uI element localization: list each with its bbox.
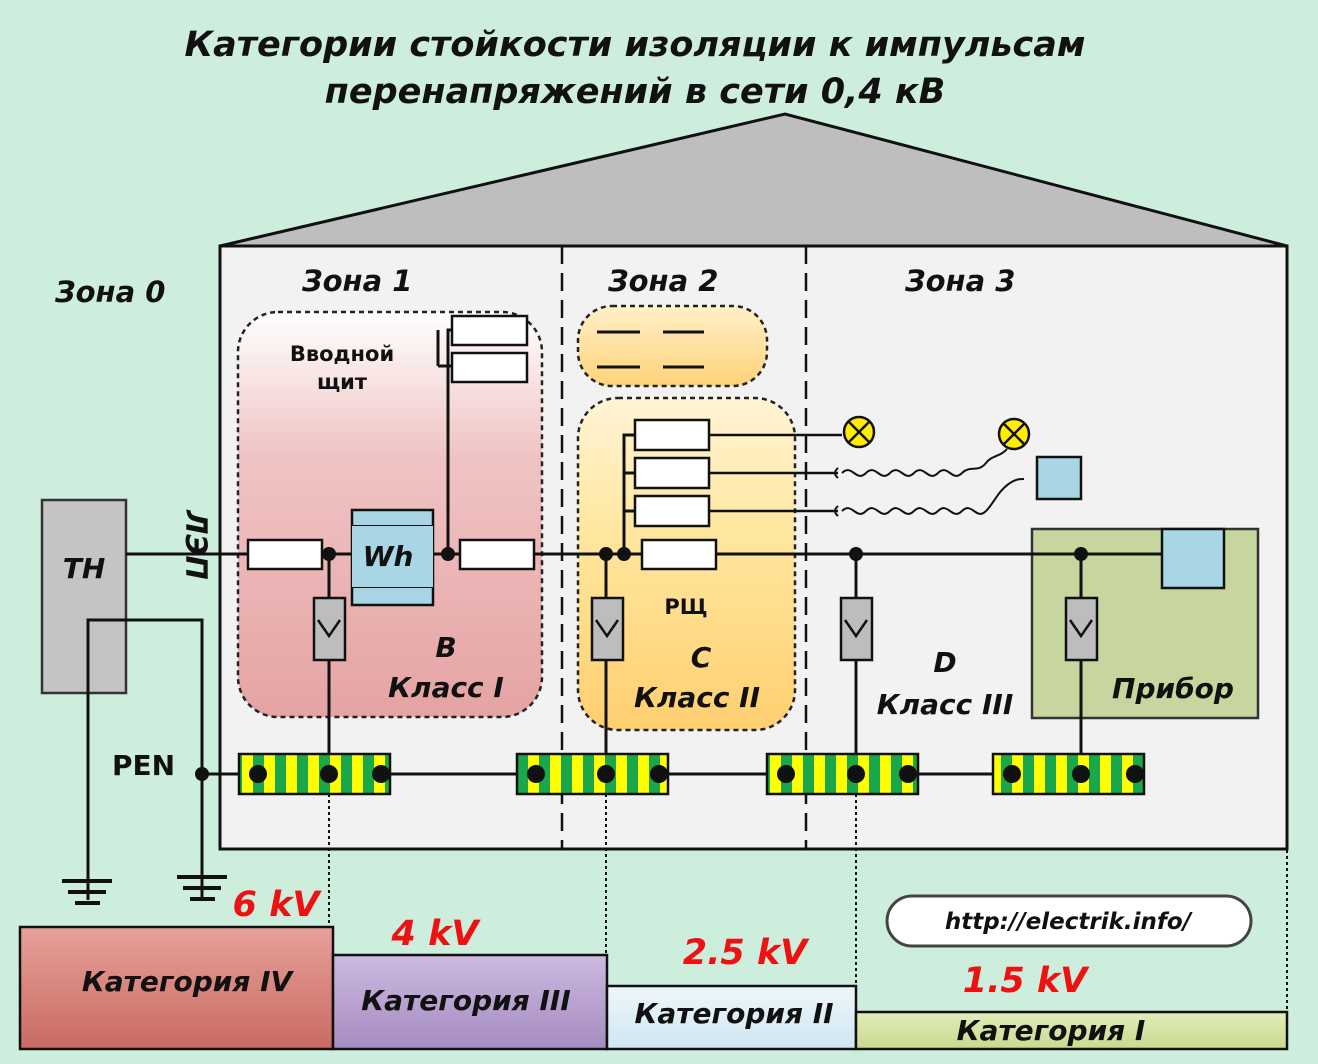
- panel-fuse: [633, 494, 711, 528]
- junction-dot: [617, 547, 631, 561]
- category-ii-bar: [605, 984, 858, 1051]
- url-badge: [885, 894, 1253, 948]
- category-i-label: Категория I: [957, 1014, 1146, 1047]
- voltage-1-5kv: 1.5 kV: [963, 961, 1090, 1001]
- voltage-6kv: 6 kV: [233, 885, 323, 925]
- junction-dot: [599, 547, 613, 561]
- category-ii-label: Категория II: [634, 997, 833, 1030]
- surge-arrester-device: [1064, 554, 1099, 774]
- output-fuse: [458, 538, 536, 571]
- category-iv-bar: [18, 925, 335, 1051]
- energy-meter-screen: [352, 526, 433, 587]
- branch-fuse: [450, 351, 529, 384]
- input-fuse: [246, 538, 324, 571]
- pe-bus-bar: [765, 752, 920, 796]
- zone-1-label: Зона 1: [301, 264, 412, 298]
- surge-arrester-b: [312, 554, 347, 774]
- title-line-1: Категории стойкости изоляции к импульсам: [184, 25, 1085, 65]
- class-b-label: Класс I: [388, 671, 504, 704]
- class-d-label: Класс III: [877, 688, 1014, 721]
- class-b-letter: B: [435, 631, 456, 664]
- url-text: http://electrik.info/: [945, 909, 1193, 935]
- surge-arrester-c: [590, 554, 625, 774]
- pen-junction-dot: [195, 767, 209, 781]
- device-component: [1160, 527, 1226, 590]
- voltage-4kv: 4 kV: [391, 914, 482, 954]
- appliance-box: [1035, 455, 1083, 501]
- lamp-cross: [847, 420, 871, 444]
- branch-wire: [446, 328, 452, 554]
- device-label: Прибор: [1112, 672, 1234, 705]
- zone-2-label: Зона 2: [607, 264, 718, 298]
- junction-dot: [849, 547, 863, 561]
- house-roof: [219, 112, 1288, 248]
- lamp-cord: [834, 448, 1008, 479]
- transformer-label: ТН: [63, 552, 106, 585]
- junction-dot: [441, 547, 455, 561]
- neutral-wire: [86, 618, 204, 900]
- category-iv-label: Категория IV: [82, 965, 295, 998]
- pen-label: PEN: [112, 749, 175, 782]
- panel-fuse: [633, 418, 711, 452]
- surge-arrester-d: [839, 554, 874, 774]
- panel-bus-wire: [622, 433, 635, 554]
- panel-input-fuse: [640, 538, 718, 571]
- junction-dot: [1074, 547, 1088, 561]
- pe-bus-bar: [237, 752, 392, 796]
- junction-dot: [322, 547, 336, 561]
- device-cord: [834, 478, 1025, 517]
- ground-symbol-icon: [177, 875, 227, 901]
- branch-fuse: [450, 314, 529, 347]
- input-board-label-line-2: щит: [317, 370, 368, 394]
- input-board-label-line-1: Вводной: [290, 342, 394, 366]
- pe-bus-bar: [515, 752, 670, 796]
- energy-meter-label: Wh: [363, 540, 414, 573]
- title-line-2: перенапряжений в сети 0,4 кВ: [325, 72, 946, 112]
- lamp-cross: [1002, 422, 1026, 446]
- panel-fuse: [633, 456, 711, 490]
- class-d-letter: D: [933, 646, 956, 679]
- power-line-label: ЛЭП: [179, 509, 213, 580]
- zone-3-label: Зона 3: [904, 264, 1015, 298]
- class-c-label: Класс II: [634, 681, 760, 714]
- distribution-board-label: РЩ: [664, 595, 707, 619]
- zone-2-upper-area: [576, 304, 769, 388]
- class-c-letter: C: [691, 641, 712, 674]
- category-iii-label: Категория III: [361, 984, 571, 1017]
- zone-0-label: Зона 0: [54, 275, 165, 309]
- transformer: [40, 498, 128, 695]
- category-i-bar: [854, 1010, 1289, 1051]
- voltage-2-5kv: 2.5 kV: [683, 933, 810, 973]
- ground-symbol-icon: [62, 879, 112, 905]
- pe-bus-bar: [991, 752, 1146, 796]
